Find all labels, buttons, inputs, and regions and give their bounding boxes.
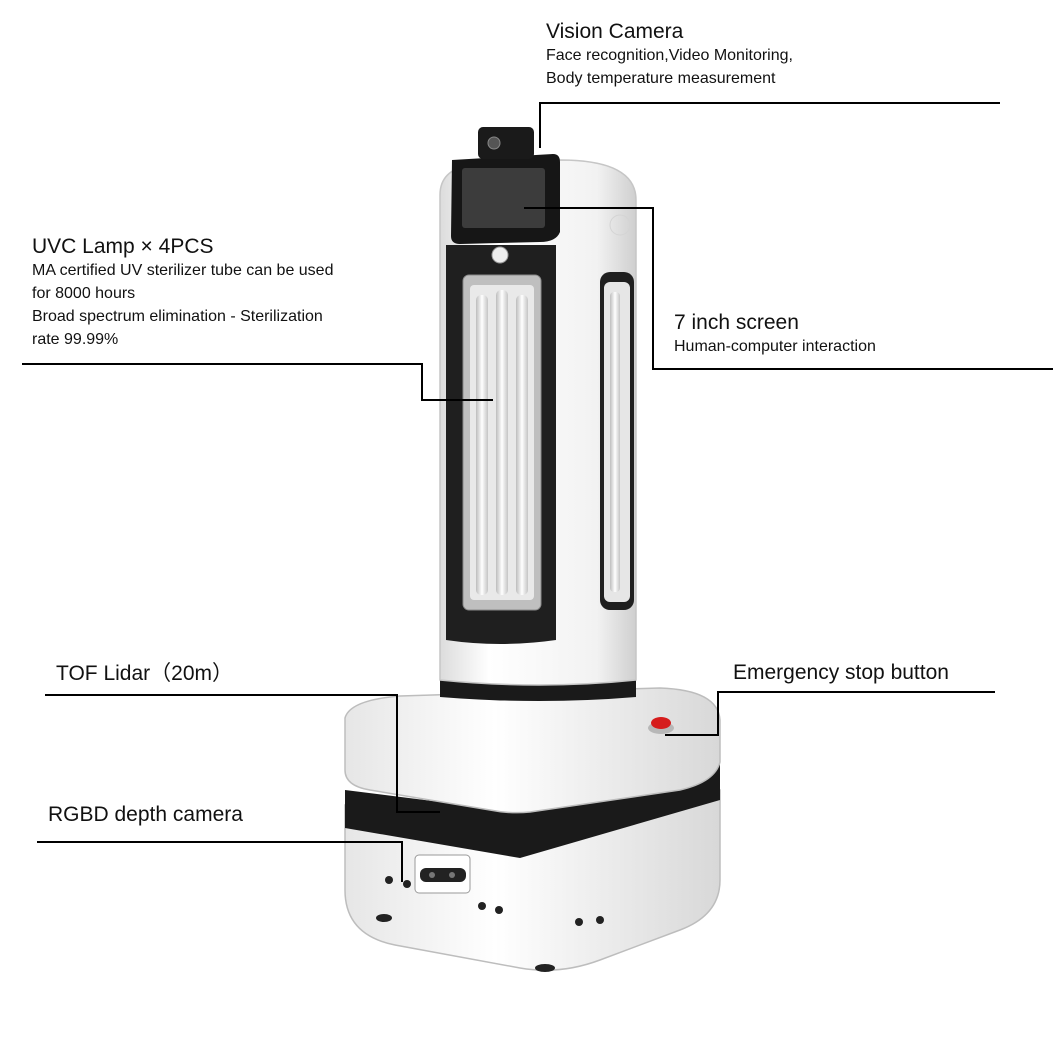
vision-camera-title: Vision Camera	[546, 20, 684, 43]
robot-base	[344, 687, 721, 972]
vision-camera-desc-line-1: Face recognition,Video Monitoring,	[546, 47, 793, 64]
touch-screen-illustration	[451, 154, 560, 244]
vision-camera-callout: Vision Camera Face recognition,Video Mon…	[546, 20, 793, 90]
uvc-lamp-title: UVC Lamp × 4PCS	[32, 235, 214, 258]
tof-lidar-title: TOF Lidar（20m）	[56, 662, 233, 685]
robot-tower	[439, 159, 637, 686]
leader-tof-lidar	[45, 694, 440, 813]
screen-callout: 7 inch screen Human-computer interaction	[674, 311, 876, 358]
uvc-lamp-desc-line-4: rate 99.99%	[32, 331, 119, 348]
rgbd-camera-title: RGBD depth camera	[48, 803, 243, 826]
emergency-stop-button-illustration	[648, 717, 674, 734]
leader-emergency-stop	[665, 691, 995, 736]
leader-rgbd-camera	[37, 841, 403, 882]
uvc-lamp-desc-line-2: for 8000 hours	[32, 285, 136, 302]
leader-vision-camera	[539, 102, 1000, 148]
screen-desc-line-1: Human-computer interaction	[674, 338, 876, 355]
uvc-lamp-callout: UVC Lamp × 4PCS MA certified UV steriliz…	[32, 235, 333, 351]
leader-uvc-lamp	[22, 363, 493, 401]
uvc-lamp-desc-line-1: MA certified UV sterilizer tube can be u…	[32, 262, 334, 279]
leader-screen	[524, 207, 1053, 370]
vision-camera-desc-line-2: Body temperature measurement	[546, 70, 776, 87]
emergency-stop-title: Emergency stop button	[733, 661, 949, 684]
screen-title: 7 inch screen	[674, 311, 799, 334]
vision-camera-illustration	[478, 127, 534, 159]
uvc-lamp-desc-line-3: Broad spectrum elimination - Sterilizati…	[32, 308, 323, 325]
leader-lines	[22, 102, 1053, 882]
